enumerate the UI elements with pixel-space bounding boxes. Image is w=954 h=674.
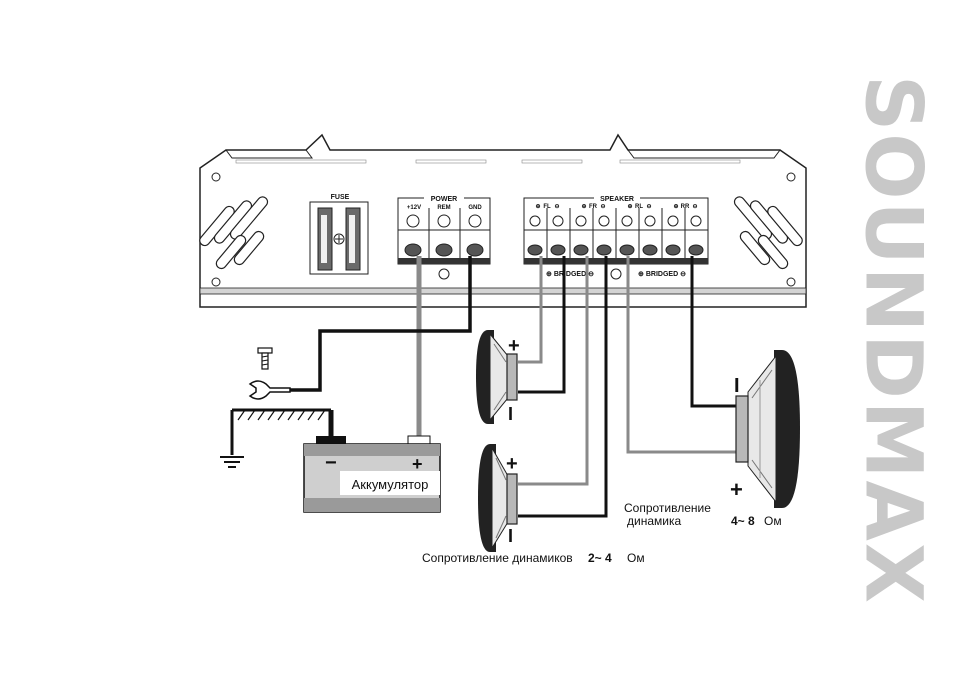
- speaker-top-minus: I: [508, 404, 513, 424]
- bridged-right-label: ⊕ BRIDGED ⊖: [638, 271, 686, 278]
- ch-rl-minus: ⊖: [646, 204, 651, 210]
- speaker-middle-plus: +: [506, 453, 518, 475]
- brand-logo-text: SOUNDMAX: [848, 75, 938, 605]
- ground-screw-icon: [611, 269, 621, 279]
- ch-fl-minus: ⊖: [554, 204, 559, 210]
- speaker-label: SPEAKER: [600, 196, 634, 203]
- screw-hole-icon: [787, 173, 795, 181]
- power-label: POWER: [431, 196, 457, 203]
- right-impedance-value: 4~ 8: [731, 514, 755, 528]
- ch-rr-name: RR: [681, 204, 690, 210]
- right-impedance-line2: динамика: [627, 514, 681, 528]
- right-impedance-line1: Сопротивление: [624, 501, 711, 515]
- screw-hole-icon: [212, 278, 220, 286]
- brand-logo: SOUNDMAX: [838, 40, 938, 640]
- ch-rr-plus: ⊕: [673, 204, 678, 210]
- ch-fl-plus: ⊕: [535, 204, 540, 210]
- battery-label: Аккумулятор: [352, 477, 429, 492]
- speaker-right-plus: +: [730, 477, 743, 502]
- battery-minus-label: −: [325, 452, 337, 474]
- speaker-top-plus: +: [508, 335, 520, 357]
- ch-fr-plus: ⊕: [581, 204, 586, 210]
- fuse-label: FUSE: [331, 194, 350, 201]
- battery-plus-label: +: [412, 454, 423, 474]
- screw-hole-icon: [787, 278, 795, 286]
- battery: [304, 436, 440, 512]
- ch-rl-plus: ⊕: [627, 204, 632, 210]
- ch-fr-minus: ⊖: [600, 204, 605, 210]
- screw-hole-icon: [212, 173, 220, 181]
- ch-fr-name: FR: [589, 204, 598, 210]
- ground-screw-icon: [439, 269, 449, 279]
- ch-rr-minus: ⊖: [692, 204, 697, 210]
- right-impedance-unit: Ом: [764, 514, 782, 528]
- bottom-impedance-value: 2~ 4: [588, 551, 612, 565]
- ch-rl-name: RL: [635, 204, 643, 210]
- speaker-middle-minus: I: [508, 526, 513, 546]
- terminal-gnd-label: GND: [468, 205, 482, 211]
- terminal-12v-label: +12V: [407, 205, 421, 211]
- bottom-impedance-text: Сопротивление динамиков: [422, 551, 573, 565]
- ch-fl-name: FL: [543, 204, 551, 210]
- speaker-right-minus: I: [734, 375, 740, 397]
- amplifier: FUSE POWER +12V REM GND: [198, 135, 806, 307]
- bottom-impedance-unit: Ом: [627, 551, 645, 565]
- terminal-rem-label: REM: [437, 205, 450, 211]
